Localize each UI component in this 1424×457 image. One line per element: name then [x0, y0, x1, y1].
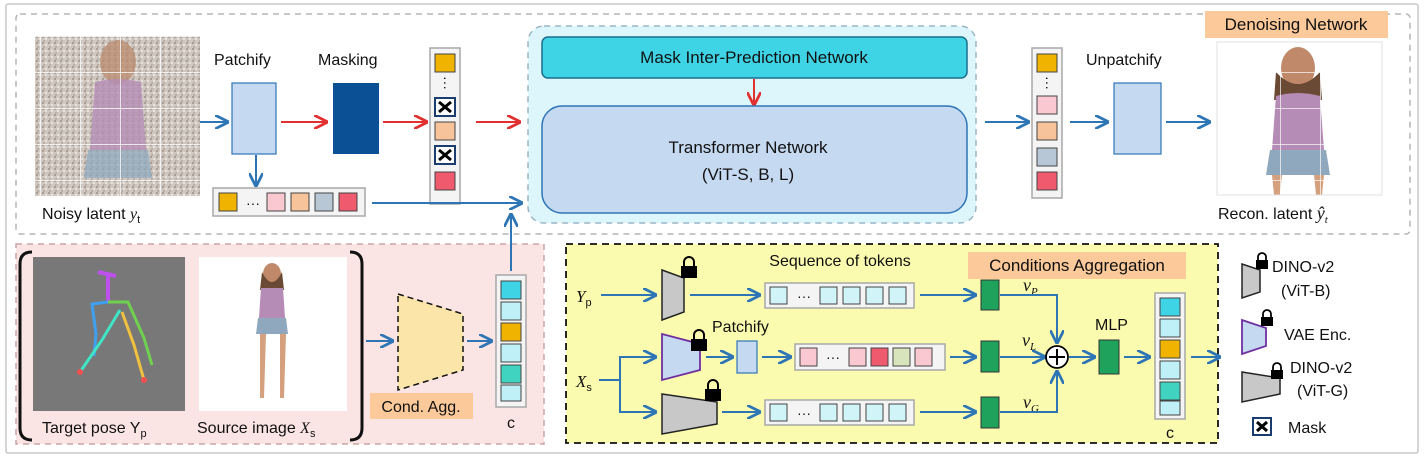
svg-text:···: ··· [797, 405, 811, 421]
masked-token-column: ··· [429, 47, 461, 205]
aggregated-token-column [1154, 292, 1186, 420]
mlp-label: MLP [1095, 317, 1128, 334]
condition-token-column [495, 274, 527, 408]
mask-icon [434, 145, 456, 165]
legend-vae-icon [1241, 318, 1267, 356]
svg-text:···: ··· [797, 288, 811, 304]
vl-label: vL [1022, 330, 1036, 353]
conditions-aggregation-tag [968, 252, 1186, 279]
outer-frame [5, 3, 1419, 454]
legend-dino-b-label2: (ViT-B) [1281, 283, 1330, 300]
lock-icon [1261, 309, 1273, 326]
token-sequence-g: ··· [764, 399, 915, 426]
legend-mask-icon [1252, 417, 1272, 436]
transformer-label-line2: (ViT-S, B, L) [702, 165, 794, 184]
patchify-block-small [736, 340, 758, 374]
dino-g-encoder [661, 393, 718, 435]
target-pose-image [33, 257, 185, 411]
lock-icon [681, 256, 697, 278]
mask-icon [434, 97, 456, 117]
mask-inter-prediction-network [541, 36, 968, 79]
transformer-network [541, 105, 968, 214]
vp-label: vP [1023, 275, 1038, 298]
output-token-column: ··· [1031, 47, 1063, 199]
mask-inter-prediction-label: Mask Inter-Prediction Network [640, 48, 868, 67]
transformer-label-line1: Transformer Network [668, 138, 828, 157]
svg-text:···: ··· [246, 195, 260, 211]
pooled-token-p [980, 279, 1000, 311]
reconstructed-latent-image [1216, 41, 1383, 196]
legend-dino-b-icon [1241, 262, 1261, 300]
vg-label: vG [1023, 392, 1039, 415]
legend-mask-label: Mask [1288, 420, 1327, 437]
legend-dino-g-label1: DINO-v2 [1290, 360, 1352, 377]
pooled-token-l [980, 340, 1000, 373]
lock-icon [691, 329, 707, 351]
mlp-block [1098, 339, 1120, 375]
lock-icon [1256, 252, 1268, 269]
legend-dino-b-label1: DINO-v2 [1272, 259, 1334, 276]
sequence-of-tokens-label: Sequence of tokens [769, 253, 910, 270]
cond-agg-trapezoid [397, 292, 464, 392]
patchify-block [231, 82, 277, 155]
bracket-right [349, 250, 364, 442]
token-sequence-l: ··· [794, 343, 946, 371]
unpatchify-label: Unpatchify [1086, 52, 1162, 69]
xs-input-label: Xs [575, 372, 592, 394]
target-pose-label: Target pose Yp [42, 420, 147, 440]
patchify-label: Patchify [214, 52, 271, 69]
svg-text:···: ··· [1040, 76, 1056, 90]
source-image [199, 257, 347, 411]
noisy-latent-label: Noisy latent yt [42, 206, 140, 226]
legend-dino-g-label2: (ViT-G) [1297, 383, 1348, 400]
dino-b-encoder [661, 268, 685, 322]
conditions-aggregation-tag-label: Conditions Aggregation [989, 256, 1165, 275]
token-sequence-p: ··· [764, 282, 915, 309]
legend: DINO-v2 (ViT-B) VAE Enc. DINO-v2 (ViT-G)… [1241, 252, 1352, 437]
c-label-left: c [507, 415, 515, 432]
arrow-vg-to-sum [1000, 373, 1057, 413]
lock-icon [1271, 362, 1283, 379]
source-image-label: Source image Xs [197, 420, 316, 440]
recon-latent-label: Recon. latent ŷt [1218, 203, 1329, 226]
legend-dino-g-icon [1241, 371, 1281, 403]
cond-agg-tag-label: Cond. Agg. [381, 399, 460, 416]
sum-icon [1045, 345, 1069, 369]
arrow-vp-to-sum [1000, 294, 1057, 341]
yp-input-label: Yp [576, 287, 592, 309]
svg-text:···: ··· [826, 349, 840, 365]
unpatchify-block [1113, 82, 1162, 155]
masking-block [333, 83, 379, 154]
patchify-label-small: Patchify [712, 319, 769, 336]
patch-token-row: ··· [212, 187, 366, 217]
noisy-latent-image [35, 36, 200, 196]
pooled-token-g [980, 396, 1000, 429]
denoising-network-tag-label: Denoising Network [1225, 15, 1368, 34]
legend-vae-label: VAE Enc. [1284, 327, 1351, 344]
svg-text:···: ··· [438, 76, 454, 90]
bracket-left [18, 250, 33, 442]
c-label-right: c [1166, 425, 1174, 442]
arrow-xs-to-dino-g [619, 380, 654, 412]
denoising-network-panel [15, 13, 1411, 235]
arrow-xs-to-vae [619, 357, 654, 380]
lock-icon [705, 379, 721, 401]
masking-label: Masking [318, 52, 378, 69]
vae-encoder [661, 332, 701, 382]
denoising-network-tag [1205, 11, 1388, 38]
cond-agg-tag [370, 393, 473, 419]
